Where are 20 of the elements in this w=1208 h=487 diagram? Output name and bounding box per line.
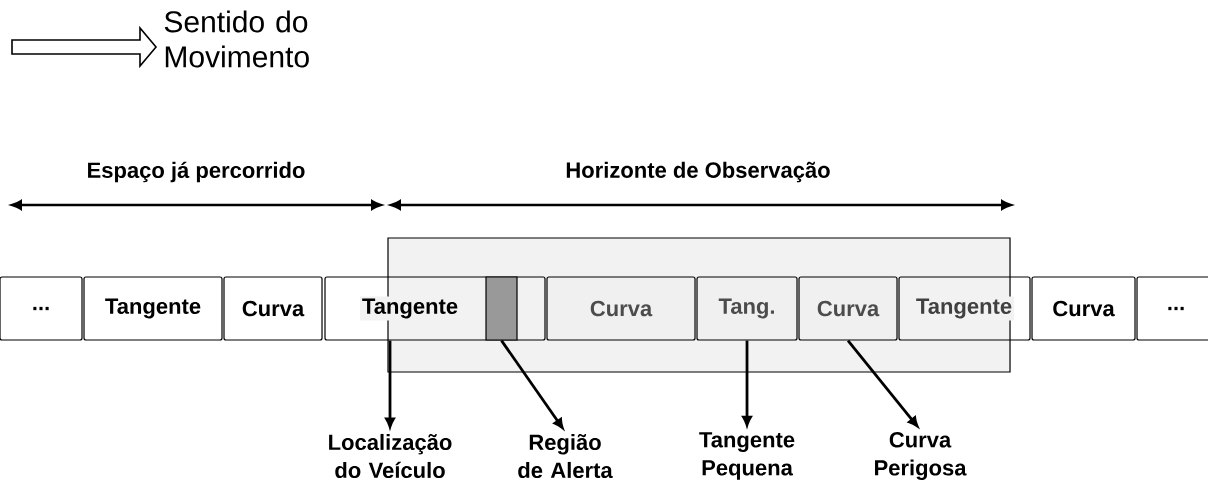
leader-arrow (846, 339, 919, 428)
road-segment: ... (0, 276, 83, 341)
road-segment: Tang. (696, 276, 798, 341)
callout-text: Tangente Pequena (699, 432, 795, 480)
road-segment: ... (1136, 276, 1208, 341)
callout-text: Localização do Veículo (329, 433, 452, 479)
road-segment: Curva (1031, 276, 1136, 341)
direction-label: Sentido do Movimento (164, 10, 309, 68)
road-segment: Curva (546, 276, 696, 341)
road-segment: Curva (223, 276, 323, 341)
callout-text: Região de Alerta (518, 433, 613, 479)
leader-arrow (742, 340, 752, 427)
alert-bar (485, 276, 518, 341)
road-segment: Tangente (83, 276, 223, 341)
road-segment: Curva (798, 276, 898, 341)
callout-text: Curva Perigosa (875, 432, 967, 481)
dimension-label: Horizonte de Observação (566, 161, 830, 183)
leader-arrow (500, 339, 564, 429)
dimension-label: Espaço já percorrido (88, 161, 305, 183)
road-segment: Tangente (898, 276, 1031, 341)
